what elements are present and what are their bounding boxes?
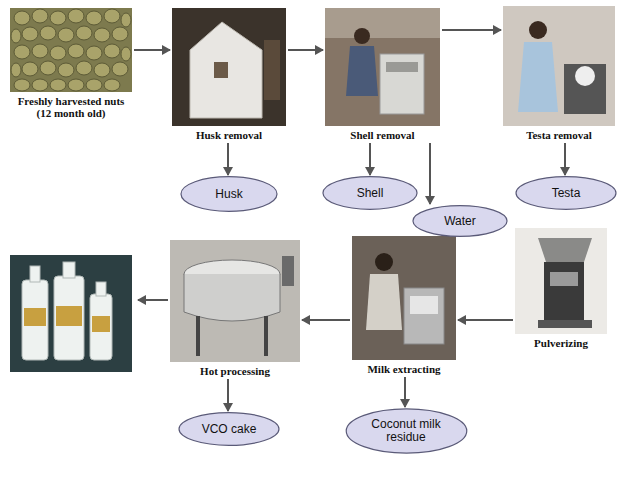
process-step: Pulverizing xyxy=(515,228,607,349)
nuts-photo xyxy=(10,8,132,92)
photo-frame xyxy=(503,6,615,126)
ellipse-text-group: Coconut milk residue xyxy=(356,418,457,444)
photo-frame xyxy=(325,8,440,126)
step-caption: Shell removal xyxy=(325,126,440,141)
output-label: Shell xyxy=(357,187,384,200)
output-label: Testa xyxy=(552,187,581,200)
ellipse-text-group: Shell xyxy=(357,187,384,200)
husk-removal-photo xyxy=(172,8,286,126)
step-caption: Milk extracting xyxy=(352,360,456,375)
process-step: Milk extracting xyxy=(352,236,456,375)
flow-arrow xyxy=(302,319,350,321)
output-label: Water xyxy=(444,215,476,228)
pulverizing-photo xyxy=(515,228,607,334)
flow-arrow xyxy=(288,49,323,51)
ellipse-text-group: Testa xyxy=(552,187,581,200)
process-step: Hot processing xyxy=(170,240,300,377)
step-caption: Hot processing xyxy=(170,362,300,377)
output-ellipse: VCO cake xyxy=(178,412,280,446)
ellipse-text-group: Husk xyxy=(215,188,242,201)
flow-arrow xyxy=(564,143,566,175)
output-ellipse: Shell xyxy=(322,176,418,210)
output-ellipse: Testa xyxy=(515,176,617,210)
flow-arrow xyxy=(227,379,229,411)
output-ellipse: Husk xyxy=(180,176,278,212)
step-caption: Pulverizing xyxy=(515,334,607,349)
flow-arrow xyxy=(404,377,406,407)
photo-frame xyxy=(170,240,300,362)
output-ellipse: Coconut milk residue xyxy=(345,408,468,454)
process-step: Freshly harvested nuts (12 month old) xyxy=(10,8,132,119)
product-arrow xyxy=(138,299,168,301)
photo-frame xyxy=(515,228,607,334)
output-label: Coconut milk residue xyxy=(356,418,457,444)
shell-removal-photo xyxy=(325,8,440,126)
flow-arrow xyxy=(369,143,371,175)
flow-arrow xyxy=(134,49,170,51)
photo-frame xyxy=(172,8,286,126)
output-label: Husk xyxy=(215,188,242,201)
process-step: Testa removal xyxy=(503,6,615,141)
hot-processing-photo xyxy=(170,240,300,362)
process-step: Husk removal xyxy=(172,8,286,141)
testa-removal-photo xyxy=(503,6,615,126)
process-step: Shell removal xyxy=(325,8,440,141)
ellipse-text-group: Water xyxy=(444,215,476,228)
photo-frame xyxy=(352,236,456,360)
step-caption: Husk removal xyxy=(172,126,286,141)
flow-arrow xyxy=(429,143,431,204)
step-caption: Freshly harvested nuts (12 month old) xyxy=(10,92,132,119)
flow-arrow xyxy=(227,143,229,175)
flow-arrow xyxy=(442,29,501,31)
photo-frame xyxy=(10,8,132,92)
output-ellipse: Water xyxy=(412,205,508,237)
ellipse-text-group: VCO cake xyxy=(202,423,257,436)
output-label: VCO cake xyxy=(202,423,257,436)
bottles-photo xyxy=(10,255,132,372)
step-caption: Testa removal xyxy=(503,126,615,141)
flow-arrow xyxy=(458,319,513,321)
milk-extracting-photo xyxy=(352,236,456,360)
